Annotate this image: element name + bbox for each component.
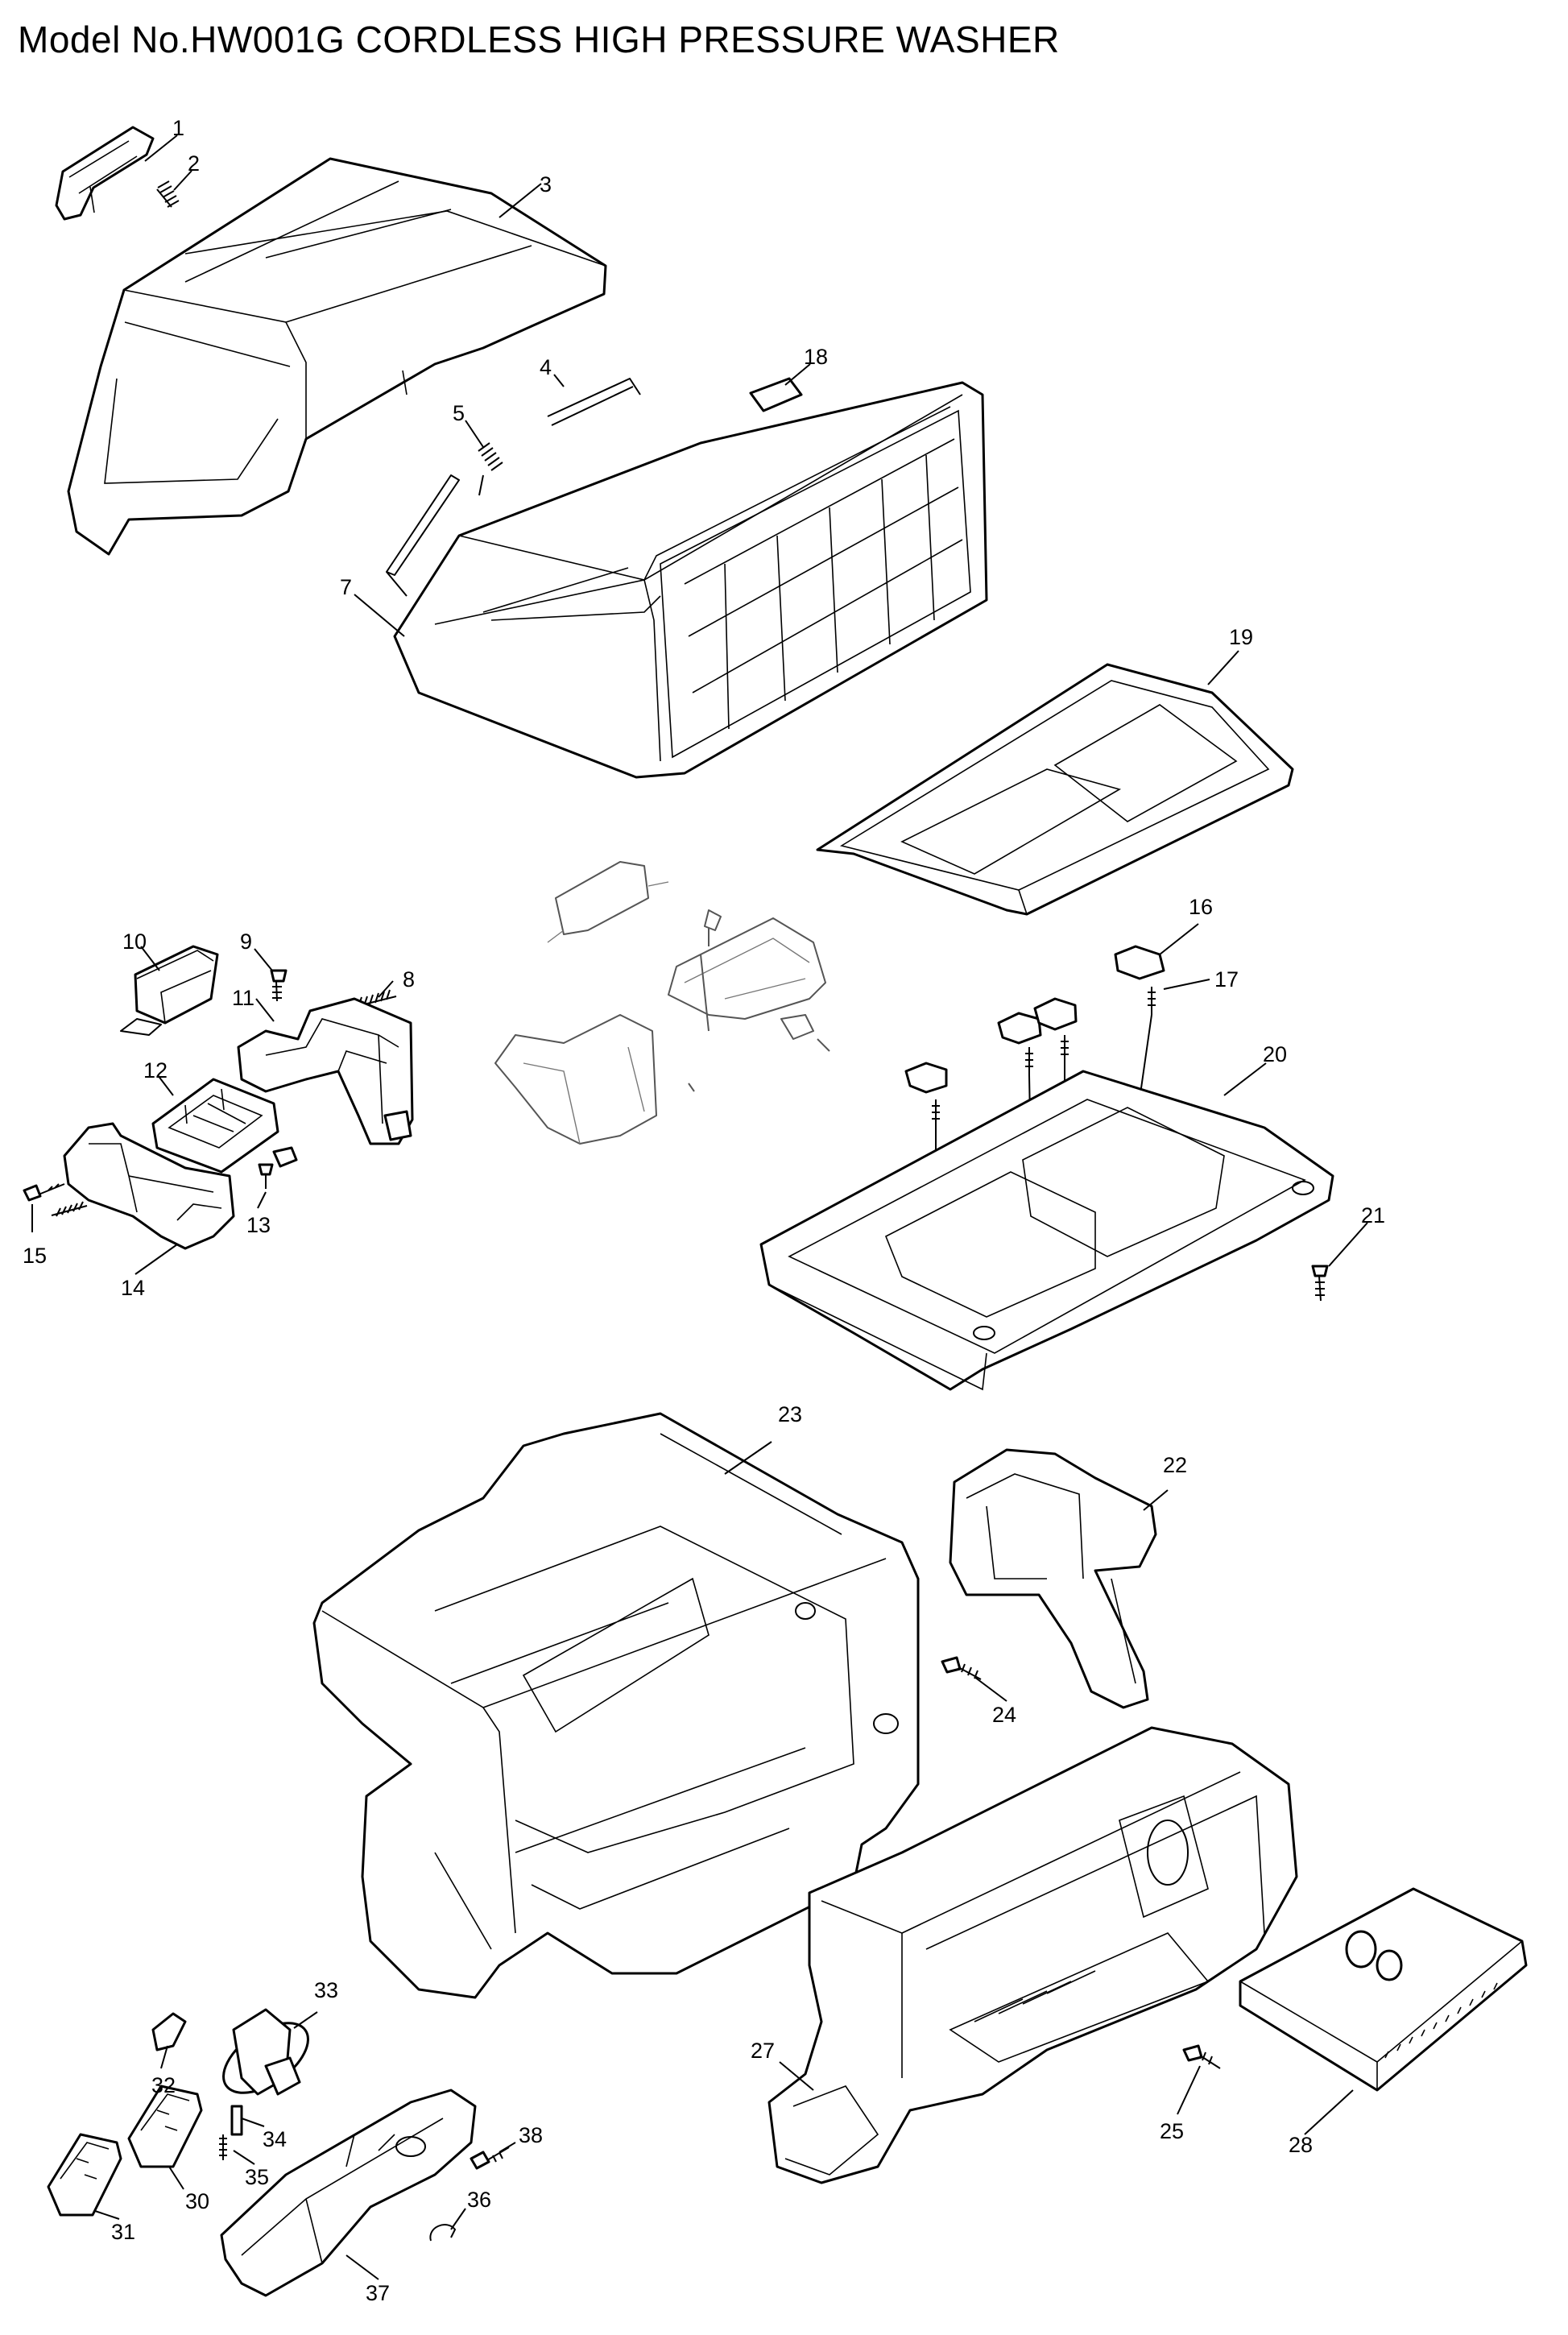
callout-31: 31 [111, 2220, 135, 2244]
callout-38: 38 [519, 2123, 543, 2147]
callout-25: 25 [1160, 2119, 1184, 2143]
battery-holder-assembly-view [494, 861, 830, 1145]
part-12-terminal [151, 1078, 279, 1174]
callout-4: 4 [540, 355, 552, 379]
part-34-pin [230, 2105, 243, 2136]
part-3-handle-cover [67, 157, 607, 556]
part-23-housing [312, 1412, 920, 1999]
callout-12: 12 [143, 1058, 168, 1083]
callout-21: 21 [1361, 1203, 1385, 1228]
part-36-retaining-ring [429, 2224, 456, 2242]
part-37-switch-panel [220, 2089, 477, 2297]
part-18-label [749, 377, 803, 412]
part-25-screw [1182, 2044, 1221, 2069]
callout-9: 9 [240, 929, 252, 954]
part-9-screw [270, 969, 288, 1002]
callout-18: 18 [804, 345, 828, 369]
callout-16: 16 [1189, 895, 1213, 919]
part-31-switch [47, 2133, 122, 2217]
part-15-screw [23, 1183, 88, 1217]
part-4-pin [547, 378, 641, 426]
callout-10: 10 [122, 929, 147, 954]
callout-1: 1 [172, 116, 184, 140]
page-title: Model No.HW001G CORDLESS HIGH PRESSURE W… [18, 19, 1060, 60]
callout-37: 37 [366, 2281, 390, 2305]
part-2-compression-spring [156, 180, 180, 208]
callout-7: 7 [340, 575, 352, 599]
part-11-battery-holder [237, 997, 414, 1145]
part-19-battery-cover [816, 663, 1294, 916]
callout-13: 13 [246, 1213, 271, 1237]
callout-2: 2 [188, 151, 200, 176]
part-21-screw [1311, 1265, 1329, 1302]
part-13-screw [258, 1146, 298, 1189]
callout-23: 23 [778, 1402, 802, 1426]
part-32-switch [151, 2012, 187, 2051]
part-10-switch [120, 945, 219, 1036]
callout-32: 32 [151, 2073, 176, 2097]
part-7-upper-housing [393, 381, 988, 779]
callout-35: 35 [245, 2165, 269, 2189]
callout-22: 22 [1163, 1453, 1187, 1477]
callout-17: 17 [1214, 967, 1239, 992]
part-33-knob [222, 2008, 309, 2096]
part-14-battery-holder-cover [63, 1122, 235, 1250]
callout-30: 30 [185, 2189, 209, 2213]
callout-24: 24 [992, 1703, 1016, 1727]
part-16-hook [904, 945, 1165, 1094]
part-28-controller [1239, 1887, 1528, 2092]
callout-15: 15 [23, 1244, 47, 1268]
callout-labels: 1 2 3 4 5 7 8 9 10 11 12 13 14 15 16 17 … [23, 116, 1385, 2305]
callout-27: 27 [751, 2039, 775, 2063]
part-20-battery-base [759, 1070, 1334, 1391]
callout-5: 5 [453, 401, 465, 425]
callout-3: 3 [540, 172, 552, 197]
callout-14: 14 [121, 1276, 145, 1300]
callout-8: 8 [403, 967, 415, 992]
callout-28: 28 [1289, 2133, 1313, 2157]
callout-33: 33 [314, 1978, 338, 2002]
part-22-side-cover [949, 1448, 1157, 1709]
callout-11: 11 [232, 986, 254, 1010]
callout-leaders [31, 135, 1368, 2280]
part-35-spring [219, 2134, 227, 2160]
callout-20: 20 [1263, 1042, 1287, 1066]
part-5-torsion-spring [386, 442, 503, 597]
part-38-screw [470, 2147, 510, 2170]
part-24-screw [941, 1656, 982, 1680]
callout-36: 36 [467, 2188, 491, 2212]
callout-19: 19 [1229, 625, 1253, 649]
part-1-latch-button [55, 126, 155, 221]
callout-34: 34 [263, 2127, 287, 2151]
part-30-switch [127, 2085, 203, 2168]
